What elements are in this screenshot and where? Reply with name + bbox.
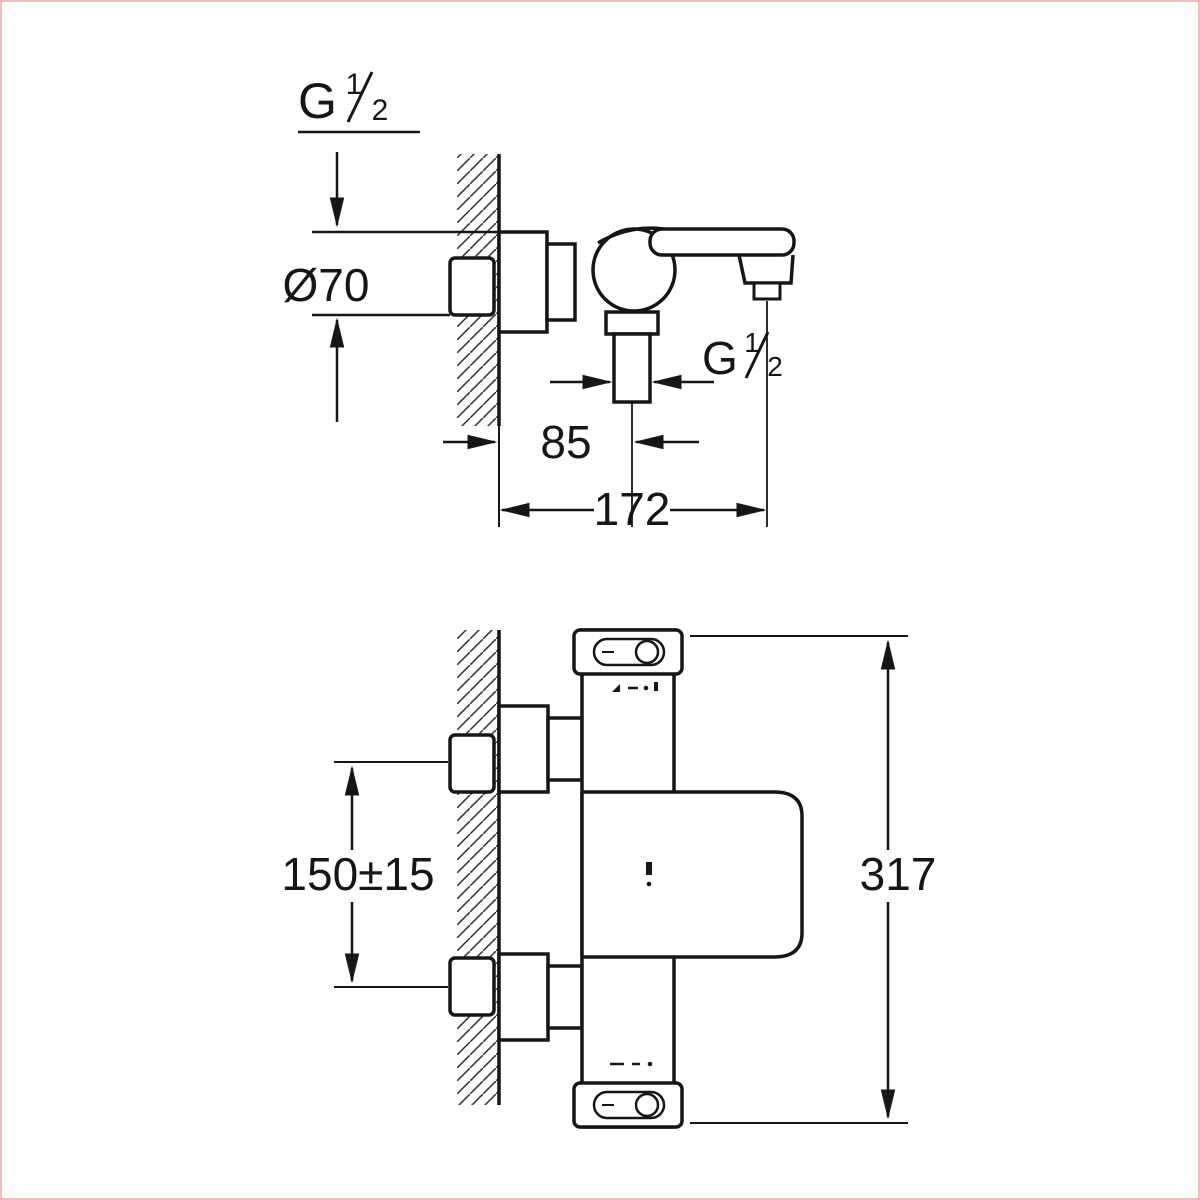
bottom-cap-slot — [592, 1090, 666, 1120]
height-label: 317 — [860, 848, 937, 900]
shower-outlet-pipe — [612, 332, 652, 404]
escutcheon — [497, 230, 549, 334]
marking-dot — [647, 1061, 653, 1067]
side-view-labels: G 1 2 Ø70 85 172 G 1 2 — [283, 68, 783, 535]
center-indicator — [646, 862, 652, 887]
flow-scale-markings-bottom — [610, 1061, 653, 1067]
bottom-cap-knob — [634, 1092, 660, 1118]
outlet-flange — [604, 310, 660, 336]
bottom-cap — [572, 1081, 684, 1129]
dimension-thread-top — [298, 130, 420, 228]
inlet-nut-top — [448, 733, 496, 794]
side-view — [298, 130, 796, 527]
inlet-union-nut — [448, 256, 496, 317]
thread-mid-numerator: 1 — [744, 327, 760, 358]
inlet-step-top — [546, 716, 584, 782]
thread-top-fraction-slash — [346, 71, 374, 123]
dimension-inlet-spacing — [334, 761, 448, 988]
marking-dot — [643, 685, 649, 691]
temperature-scale-markings-top — [612, 682, 658, 692]
inlet-connector-top — [497, 704, 550, 794]
center-indicator-bar — [646, 862, 652, 875]
body-step — [545, 242, 577, 322]
marking-triangle-icon — [612, 684, 620, 692]
inlet-step-bottom — [546, 964, 584, 1030]
top-cap-knob — [634, 639, 660, 665]
inlet-nut-bottom — [448, 956, 496, 1017]
center-indicator-dot — [646, 881, 652, 887]
inlet-spacing-label: 150±15 — [281, 848, 434, 900]
inlet-connector-bottom — [497, 952, 550, 1042]
diameter-label: Ø70 — [283, 259, 370, 311]
thread-mid-fraction-slash — [744, 331, 770, 379]
wall-hatch-front-view — [457, 630, 499, 1105]
mixer-wide-section — [582, 790, 804, 959]
thread-top-letter: G — [298, 73, 337, 129]
spout-outlet-nub — [752, 281, 782, 301]
front-view — [334, 628, 908, 1129]
dim172-label: 172 — [594, 483, 671, 535]
thread-mid-letter: G — [702, 332, 738, 384]
dimension-diameter-70 — [312, 230, 499, 422]
thread-mid-denominator: 2 — [767, 351, 783, 382]
lever-handle — [648, 227, 796, 257]
top-cap-slot — [592, 637, 666, 667]
spout — [737, 254, 795, 285]
dim85-label: 85 — [540, 416, 591, 468]
top-cap — [572, 628, 684, 676]
dimension-height — [690, 635, 908, 1124]
marking-bar — [654, 682, 658, 691]
front-view-labels: 150±15 317 — [281, 848, 936, 900]
thread-top-denominator: 2 — [372, 94, 389, 127]
thread-top-numerator: 1 — [346, 68, 363, 101]
